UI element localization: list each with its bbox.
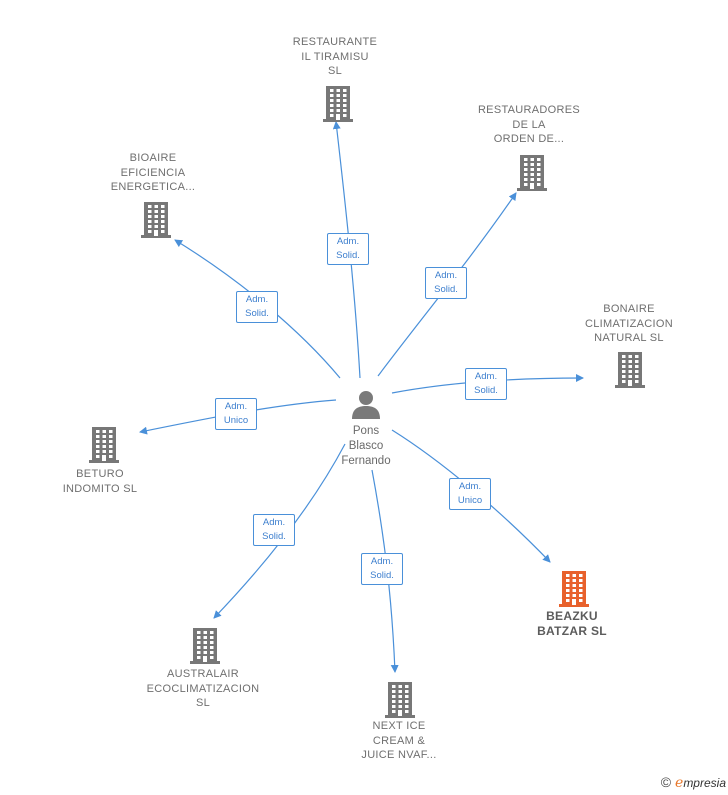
relation-text: Adm. xyxy=(370,556,394,567)
relation-text: Solid. xyxy=(245,308,269,319)
company-label-nextice[interactable]: NEXT ICE CREAM & JUICE NVAF... xyxy=(361,720,437,761)
relation-text: Adm. xyxy=(262,517,286,528)
brand-logo-initial: e xyxy=(675,775,684,791)
building-icon[interactable] xyxy=(516,155,548,196)
brand-logo-text: mpresia xyxy=(683,776,726,790)
relation-text: Solid. xyxy=(370,570,394,581)
relation-badge-restaurante: Adm. Solid. xyxy=(327,233,369,265)
relation-text: Unico xyxy=(457,495,483,506)
company-label-beazku[interactable]: BEAZKU BATZAR SL xyxy=(537,609,607,638)
building-icon[interactable] xyxy=(88,427,120,468)
relation-badge-beturo: Adm. Unico xyxy=(215,398,257,430)
person-icon[interactable] xyxy=(350,389,382,426)
relation-text: Unico xyxy=(223,415,249,426)
relation-badge-bonaire: Adm. Solid. xyxy=(465,368,507,400)
relation-badge-australair: Adm. Solid. xyxy=(253,514,295,546)
company-label-beturo[interactable]: BETURO INDOMITO SL xyxy=(62,468,138,495)
company-label-bonaire[interactable]: BONAIRE CLIMATIZACION NATURAL SL xyxy=(584,303,674,344)
relation-text: Solid. xyxy=(474,385,498,396)
company-label-australair[interactable]: AUSTRALAIR ECOCLIMATIZACION SL xyxy=(146,668,260,709)
relation-text: Solid. xyxy=(336,250,360,261)
relation-badge-nextice: Adm. Solid. xyxy=(361,553,403,585)
building-icon[interactable] xyxy=(614,352,646,393)
relation-text: Adm. xyxy=(245,294,269,305)
relation-text: Adm. xyxy=(458,481,482,492)
relation-badge-restauradores: Adm. Solid. xyxy=(425,267,467,299)
company-label-restauradores[interactable]: RESTAURADORES DE LA ORDEN DE... xyxy=(477,104,581,145)
center-person-name[interactable]: Pons Blasco Fernando xyxy=(341,425,391,467)
relation-text: Solid. xyxy=(434,284,458,295)
company-label-bioaire[interactable]: BIOAIRE EFICIENCIA ENERGETICA... xyxy=(110,152,196,193)
relation-text: Adm. xyxy=(474,371,498,382)
relation-text: Solid. xyxy=(262,531,286,542)
relation-text: Adm. xyxy=(434,270,458,281)
copyright-icon: © xyxy=(660,774,672,790)
building-icon[interactable] xyxy=(322,86,354,127)
relation-badge-bioaire: Adm. Solid. xyxy=(236,291,278,323)
relation-badge-beazku: Adm. Unico xyxy=(449,478,491,510)
relation-text: Adm. xyxy=(224,401,248,412)
company-label-restaurante[interactable]: RESTAURANTE IL TIRAMISU SL xyxy=(292,36,378,77)
relation-text: Adm. xyxy=(336,236,360,247)
building-icon[interactable] xyxy=(384,682,416,723)
building-icon[interactable] xyxy=(558,571,590,612)
building-icon[interactable] xyxy=(140,202,172,243)
building-icon[interactable] xyxy=(189,628,221,669)
footer-brand: ©empresia xyxy=(661,774,726,791)
